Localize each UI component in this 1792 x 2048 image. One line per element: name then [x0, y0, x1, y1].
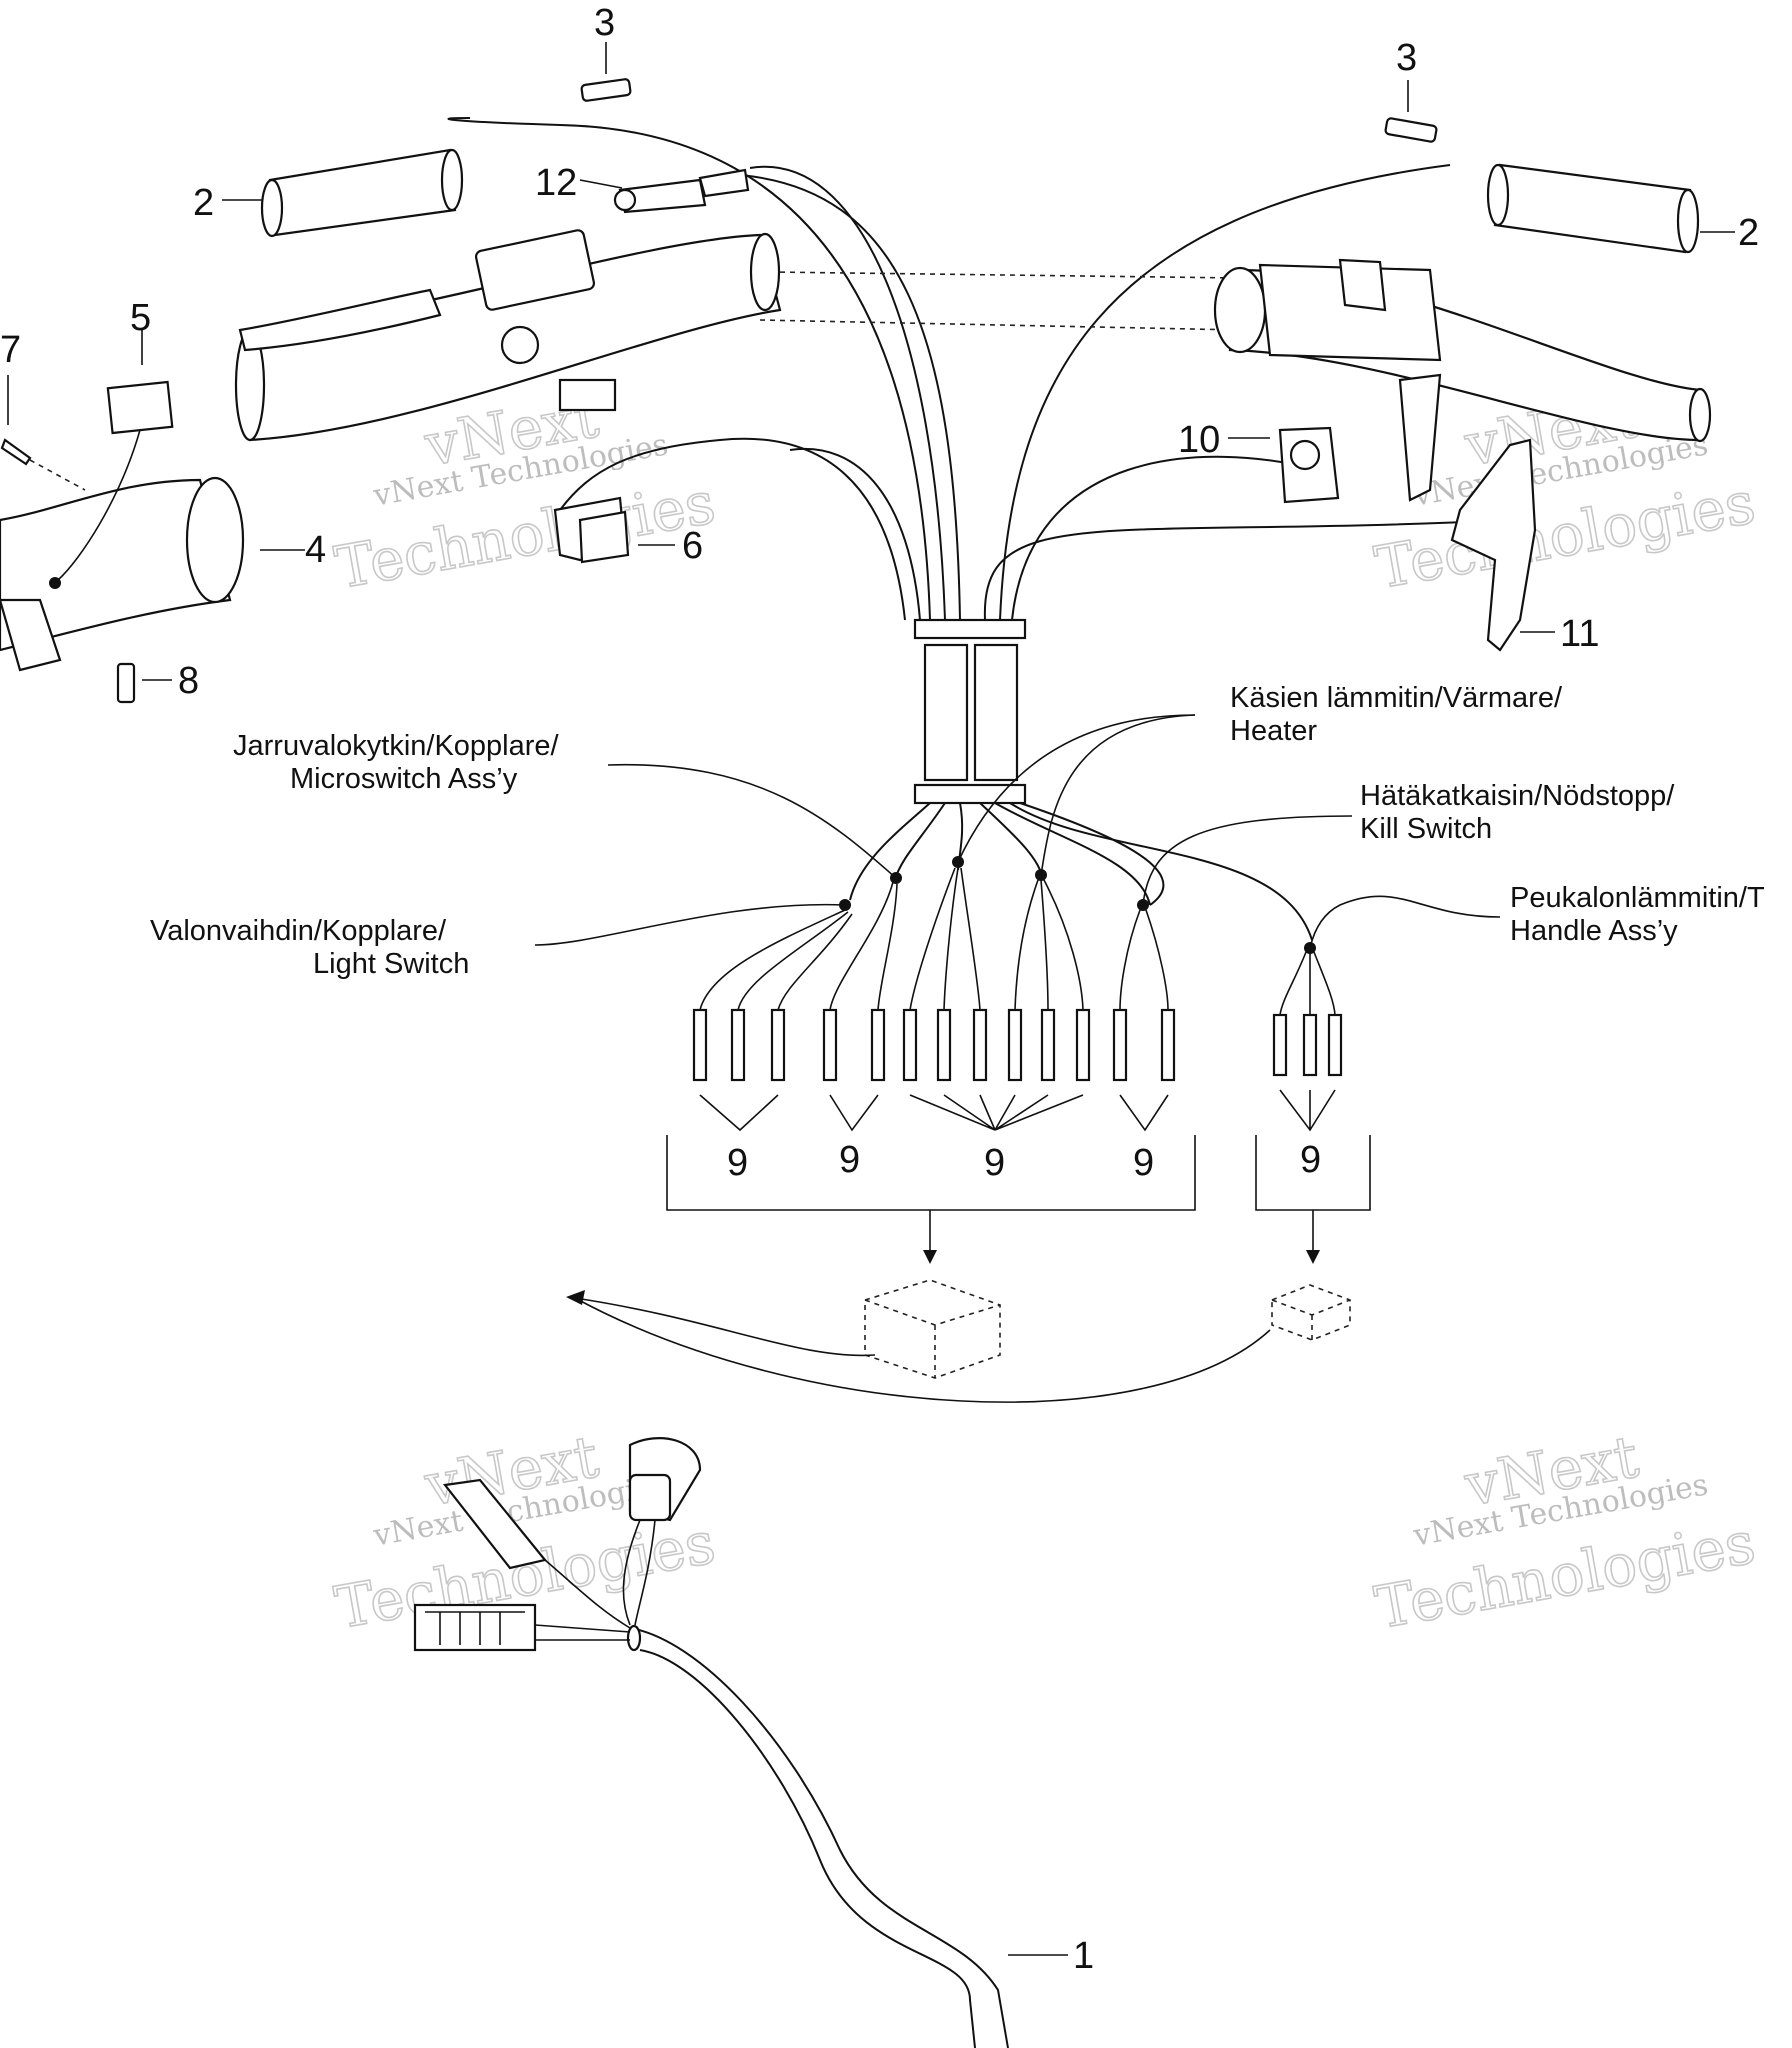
component-labels: Jarruvalokytkin/Kopplare/ Microswitch As… — [150, 682, 1765, 980]
callout-4: 4 — [305, 529, 326, 571]
connector-small — [1271, 1284, 1351, 1341]
callout-8: 8 — [178, 660, 199, 702]
main-harness-1 — [413, 1437, 1009, 2048]
screw-7 — [0, 438, 32, 466]
control-housing-4 — [0, 476, 245, 672]
left-grip-heater-assembly — [234, 229, 782, 442]
callout-3-left: 3 — [594, 2, 615, 44]
watermark-bottom-right: vNext vNext Technologies Technologies — [1369, 1422, 1760, 1643]
switch-10 — [1278, 426, 1340, 504]
pointer-lines-9 — [699, 1089, 1336, 1132]
branch-heater-b — [1007, 869, 1091, 1082]
label-light-switch-2: Light Switch — [313, 948, 469, 980]
callout-3-right: 3 — [1396, 37, 1417, 79]
label-5 — [106, 380, 174, 435]
set-screw-8 — [116, 662, 136, 704]
connector-main — [864, 1279, 1001, 1379]
switch-6 — [553, 496, 630, 564]
label-heater-1: Käsien lämmitin/Värmare/ — [1230, 682, 1563, 714]
callout-9c: 9 — [984, 1142, 1005, 1184]
callout-numbers: 1 2 2 3 3 4 5 6 7 8 9 9 9 9 9 10 11 12 — [0, 2, 1759, 1977]
callout-1: 1 — [1073, 1935, 1094, 1977]
label-brake-switch-2: Microswitch Ass’y — [290, 763, 518, 795]
branch-light-switch — [692, 899, 853, 1082]
pin-right — [1384, 117, 1438, 143]
callout-9d: 9 — [1133, 1142, 1154, 1184]
sensor-12 — [613, 168, 750, 214]
callout-12: 12 — [535, 162, 577, 204]
label-kill-switch-1: Hätäkatkaisin/Nödstopp/ — [1360, 780, 1675, 812]
callout-9b: 9 — [839, 1139, 860, 1181]
label-light-switch-1: Valonvaihdin/Kopplare/ — [150, 915, 447, 947]
callout-9e: 9 — [1300, 1139, 1321, 1181]
callout-5: 5 — [130, 297, 151, 339]
callout-2-right: 2 — [1738, 212, 1759, 254]
label-brake-switch-1: Jarruvalokytkin/Kopplare/ — [233, 730, 560, 762]
bracket-left — [666, 1135, 1196, 1211]
branch-kill-switch — [1112, 899, 1176, 1082]
label-kill-switch-2: Kill Switch — [1360, 813, 1492, 845]
left-grip — [260, 148, 464, 238]
branch-brake-switch — [822, 872, 902, 1082]
callout-11: 11 — [1560, 613, 1599, 655]
callout-6: 6 — [682, 525, 703, 567]
central-harness-bundle — [913, 618, 1027, 805]
branch-thumb-heater — [1272, 942, 1343, 1077]
callout-7: 7 — [0, 329, 21, 371]
callout-10: 10 — [1178, 419, 1220, 461]
callout-2-left: 2 — [193, 182, 214, 224]
upper-wires — [447, 117, 1511, 621]
label-heater-2: Heater — [1230, 715, 1317, 747]
lever-11 — [1450, 438, 1537, 652]
right-throttle-assembly — [1213, 258, 1712, 502]
callout-9a: 9 — [727, 1142, 748, 1184]
pin-left — [580, 78, 632, 102]
right-grip — [1486, 163, 1700, 254]
branch-heater-a — [902, 856, 988, 1082]
leader-lines — [534, 714, 1501, 949]
label-thumb-heater-1: Peukalonlämmitin/T — [1510, 882, 1765, 914]
handlebar-dashed — [769, 271, 1241, 279]
label-thumb-heater-2: Handle Ass’y — [1510, 915, 1678, 947]
